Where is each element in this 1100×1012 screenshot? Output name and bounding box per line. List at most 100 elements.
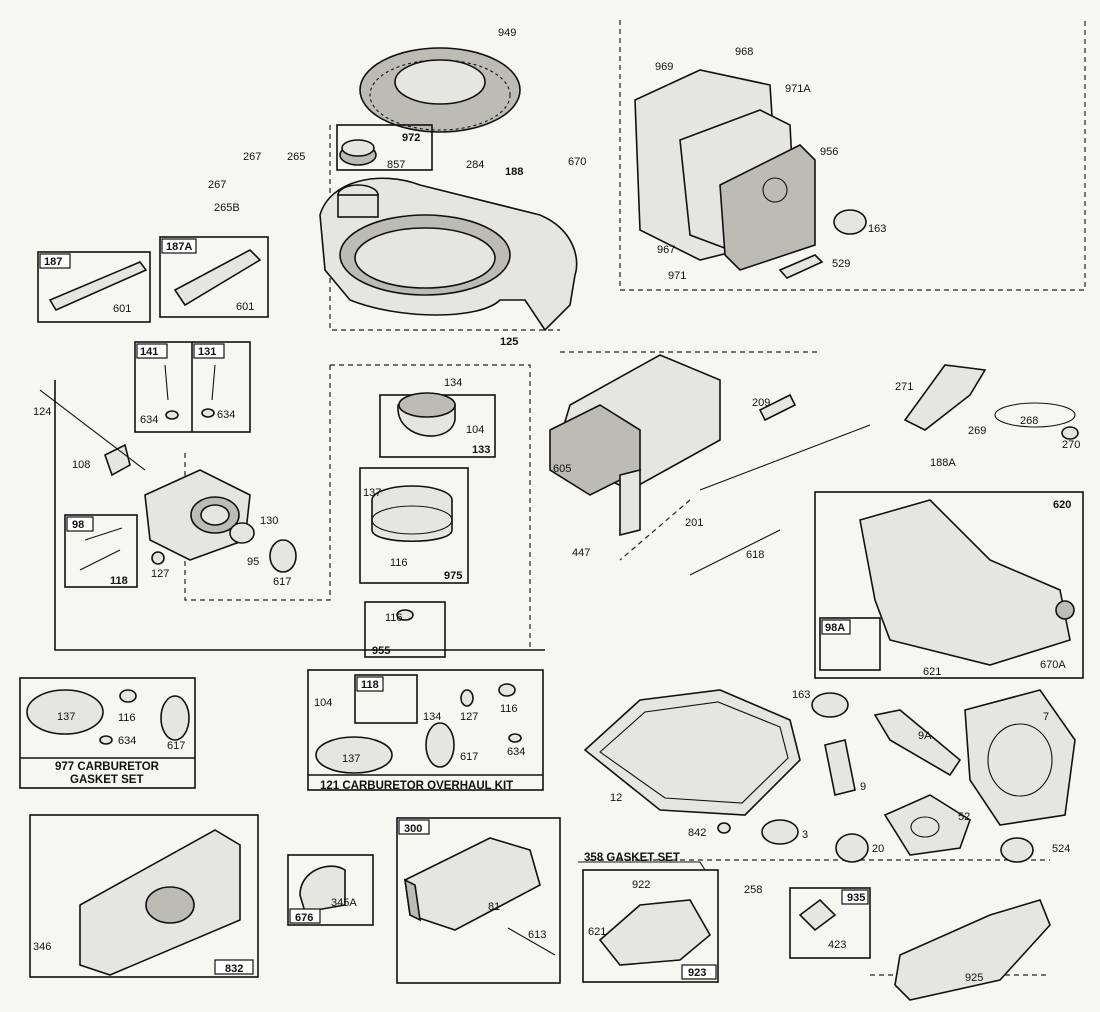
label-925: 925 xyxy=(965,972,983,984)
label-118-a: 118 xyxy=(110,575,128,587)
label-967: 967 xyxy=(657,244,675,256)
kit-977-frame xyxy=(19,677,196,789)
fuel-cap xyxy=(339,139,377,166)
label-124: 124 xyxy=(33,406,51,418)
box-98 xyxy=(64,514,138,588)
muffler-guard xyxy=(549,354,721,537)
label-271: 271 xyxy=(895,381,913,393)
muffler-300 xyxy=(396,817,561,984)
frame-972 xyxy=(336,124,433,171)
gasket-163-top xyxy=(833,209,867,235)
label-187a: 187A xyxy=(166,241,192,253)
part-labels: 949 972 857 284 188 670 267 265 267 265B… xyxy=(33,27,1080,984)
label-832: 832 xyxy=(225,963,243,975)
label-134-a: 134 xyxy=(444,377,462,389)
label-137-a: 137 xyxy=(363,487,381,499)
label-670: 670 xyxy=(568,156,586,168)
governor-spring-linkages xyxy=(689,393,871,576)
label-137-c: 137 xyxy=(342,753,360,765)
label-188: 188 xyxy=(505,166,523,178)
gasket-52 xyxy=(883,794,971,856)
gasket-set-358 xyxy=(578,861,719,983)
label-634-d: 634 xyxy=(507,746,525,758)
carburetor xyxy=(39,389,297,573)
label-605: 605 xyxy=(553,463,571,475)
label-137-b: 137 xyxy=(57,711,75,723)
label-621-a: 621 xyxy=(923,666,941,678)
label-7: 7 xyxy=(1043,711,1049,723)
label-857: 857 xyxy=(387,159,405,171)
label-613: 613 xyxy=(528,929,546,941)
label-258: 258 xyxy=(744,884,762,896)
label-300: 300 xyxy=(404,823,422,835)
label-972: 972 xyxy=(402,132,420,144)
label-524: 524 xyxy=(1052,843,1070,855)
cover-925 xyxy=(894,899,1051,1001)
governor-links xyxy=(37,236,269,323)
rotating-screen xyxy=(359,47,521,133)
label-116-c: 116 xyxy=(118,712,136,724)
label-284: 284 xyxy=(466,159,484,171)
label-201: 201 xyxy=(685,517,703,529)
label-127-b: 127 xyxy=(460,711,478,723)
label-447: 447 xyxy=(572,547,590,559)
label-98a: 98A xyxy=(825,622,845,634)
label-269: 269 xyxy=(968,425,986,437)
throttle-lever-271 xyxy=(903,364,1079,440)
gasket-9 xyxy=(824,739,856,796)
label-163-a: 163 xyxy=(868,223,886,235)
label-345a: 345A xyxy=(331,897,357,909)
choke-throttle-boxes xyxy=(134,341,251,433)
label-187: 187 xyxy=(44,256,62,268)
label-268: 268 xyxy=(1020,415,1038,427)
label-209: 209 xyxy=(752,397,770,409)
label-9: 9 xyxy=(860,781,866,793)
label-529: 529 xyxy=(832,258,850,270)
label-188a: 188A xyxy=(930,457,956,469)
label-267-a: 267 xyxy=(243,151,261,163)
label-634-b: 634 xyxy=(217,409,235,421)
label-20: 20 xyxy=(872,843,884,855)
label-842: 842 xyxy=(688,827,706,839)
box-935 xyxy=(789,887,871,959)
bowl-area xyxy=(359,392,496,658)
label-601-a: 601 xyxy=(113,303,131,315)
label-423: 423 xyxy=(828,939,846,951)
label-634-a: 634 xyxy=(140,414,158,426)
label-346: 346 xyxy=(33,941,51,953)
label-9a: 9A xyxy=(918,730,932,742)
label-676: 676 xyxy=(295,912,313,924)
label-12: 12 xyxy=(610,792,622,804)
label-125: 125 xyxy=(500,336,518,348)
label-634-c: 634 xyxy=(118,735,136,747)
label-601-b: 601 xyxy=(236,301,254,313)
label-949: 949 xyxy=(498,27,516,39)
label-108: 108 xyxy=(72,459,90,471)
label-620: 620 xyxy=(1053,499,1071,511)
label-141: 141 xyxy=(140,346,158,358)
label-617-c: 617 xyxy=(460,751,478,763)
label-3: 3 xyxy=(802,829,808,841)
label-618: 618 xyxy=(746,549,764,561)
label-270: 270 xyxy=(1062,439,1080,451)
label-52: 52 xyxy=(958,811,970,823)
label-265: 265 xyxy=(287,151,305,163)
label-923: 923 xyxy=(688,967,706,979)
gasket-9a xyxy=(873,709,962,777)
label-133: 133 xyxy=(472,444,490,456)
label-971a: 971A xyxy=(785,83,811,95)
label-265b: 265B xyxy=(214,202,240,214)
label-971: 971 xyxy=(668,270,686,282)
blower-housing xyxy=(319,177,578,332)
air-cleaner-assembly xyxy=(634,69,816,271)
label-134-b: 134 xyxy=(423,711,441,723)
label-127-a: 127 xyxy=(151,568,169,580)
label-969: 969 xyxy=(655,61,673,73)
label-116-b: 116 xyxy=(385,612,403,624)
label-95: 95 xyxy=(247,556,259,568)
label-130: 130 xyxy=(260,515,278,527)
label-116-d: 116 xyxy=(500,703,518,715)
muffler-guard-832 xyxy=(29,814,259,978)
label-617-a: 617 xyxy=(273,576,291,588)
